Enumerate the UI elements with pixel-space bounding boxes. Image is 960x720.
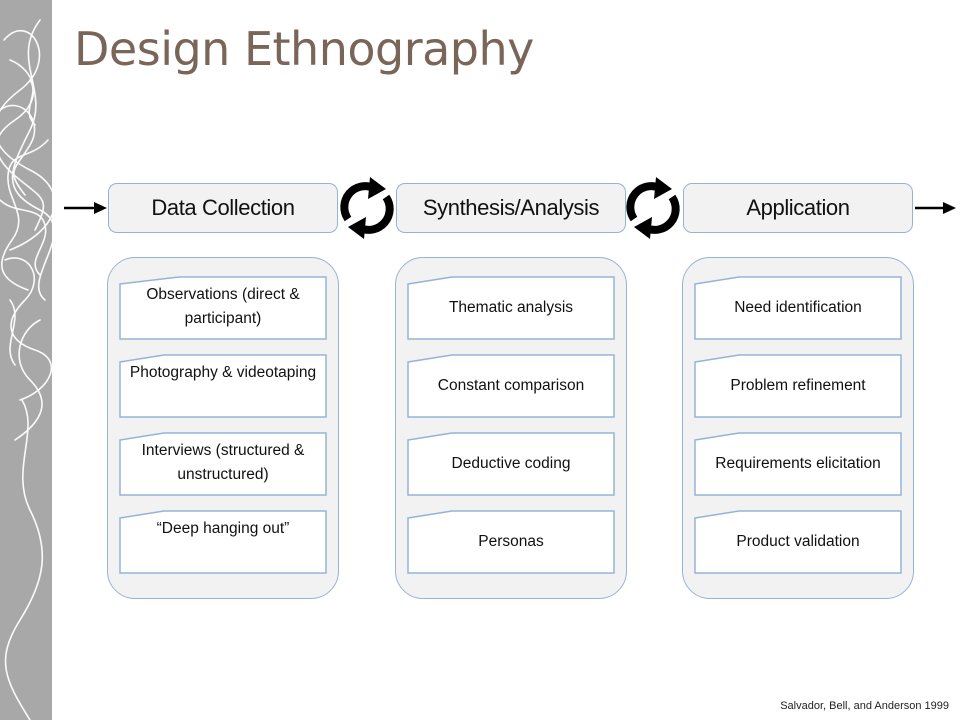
scribble-decoration — [0, 19, 52, 720]
stage-item-card: Interviews (structured & unstructured) — [119, 432, 327, 496]
stage-panel-synthesis-analysis: Thematic analysis Constant comparison De… — [395, 257, 627, 599]
stage-item-label: Need identification — [734, 299, 862, 316]
stage-item-label: Problem refinement — [730, 377, 866, 394]
arrow-right-icon — [64, 202, 107, 214]
stage-item-card: Product validation — [694, 510, 902, 574]
cycle-arrows-icon — [340, 177, 394, 239]
citation: Salvador, Bell, and Anderson 1999 — [780, 700, 949, 712]
arrow-right-icon — [915, 202, 956, 214]
stage-item-card: Personas — [407, 510, 615, 574]
stage-item-card: Need identification — [694, 276, 902, 340]
stage-panel-data-collection: Observations (direct & participant) Phot… — [107, 257, 339, 599]
stage-item-card: Constant comparison — [407, 354, 615, 418]
stage-header-data-collection: Data Collection — [108, 183, 338, 233]
stage-item-label: Requirements elicitation — [715, 455, 881, 472]
stage-item-label: Product validation — [736, 533, 860, 550]
stage-header-synthesis-analysis: Synthesis/Analysis — [396, 183, 626, 233]
stage-item-card: Requirements elicitation — [694, 432, 902, 496]
stage-item-label: Photography & videotaping — [129, 364, 317, 381]
stage-panel-application: Need identification Problem refinement R… — [682, 257, 914, 599]
page-title: Design Ethnography — [74, 22, 534, 76]
stage-item-card: Deductive coding — [407, 432, 615, 496]
stage-item-card: Photography & videotaping — [119, 354, 327, 418]
stage-item-card: Thematic analysis — [407, 276, 615, 340]
stage-item-label: Observations (direct & participant) — [146, 286, 300, 327]
stage-item-card: Problem refinement — [694, 354, 902, 418]
stage-item-label: Personas — [478, 533, 544, 550]
stage-item-card: “Deep hanging out” — [119, 510, 327, 574]
stage-item-label: Constant comparison — [437, 377, 585, 394]
stage-item-label: Interviews (structured & unstructured) — [141, 442, 305, 483]
stage-item-label: “Deep hanging out” — [156, 520, 290, 537]
stage-item-card: Observations (direct & participant) — [119, 276, 327, 340]
stage-item-label: Deductive coding — [451, 455, 571, 472]
stage-item-label: Thematic analysis — [448, 299, 574, 316]
stage-header-application: Application — [683, 183, 913, 233]
decorative-sidebar — [0, 0, 52, 720]
cycle-arrows-icon — [626, 177, 680, 239]
